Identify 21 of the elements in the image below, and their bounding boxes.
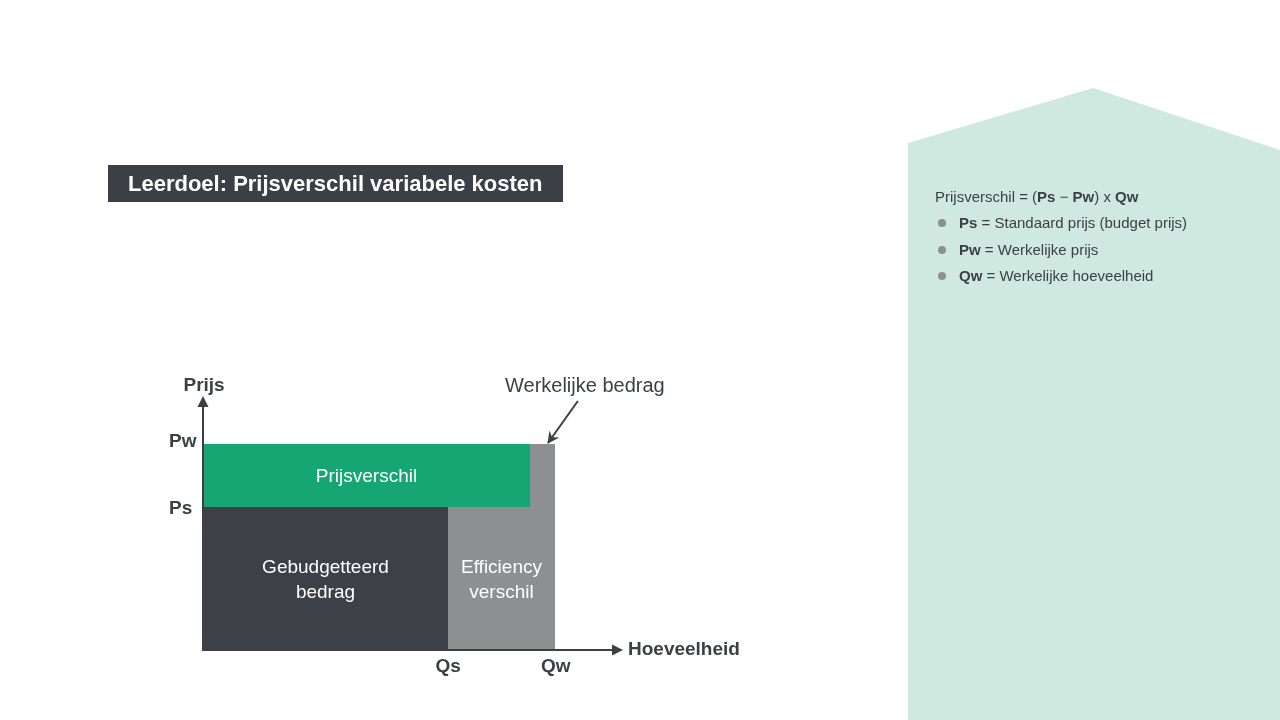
tick-label: Qw <box>541 655 571 677</box>
info-panel <box>908 88 1280 720</box>
callout-text: Werkelijke bedrag <box>505 373 665 397</box>
leader-arrow <box>547 400 579 444</box>
area-label: Efficiency verschil <box>460 554 543 604</box>
area-label: Prijsverschil <box>315 464 418 488</box>
budget-area <box>203 507 448 650</box>
actual-extra-area <box>530 444 555 507</box>
efficiency-variance-area <box>448 507 555 650</box>
price-variance-area <box>203 444 530 507</box>
definition-text: Pw = Werkelijke prijs <box>959 239 1099 260</box>
axis-title: Prijs <box>183 374 225 396</box>
tick-label: Ps <box>169 497 193 519</box>
tick-label: Qs <box>435 655 461 677</box>
area-label: Gebudgetteerd bedrag <box>261 554 390 604</box>
axis-title: Hoeveelheid <box>628 638 740 660</box>
formula-text: Prijsverschil = (Ps − Pw) x Qw <box>935 187 1139 207</box>
definition-text: Qw = Werkelijke hoeveelheid <box>959 266 1154 287</box>
definition-text: Ps = Standaard prijs (budget prijs) <box>959 213 1188 234</box>
title-banner: Leerdoel: Prijsverschil variabele kosten <box>108 165 563 202</box>
tick-label: Pw <box>169 430 197 452</box>
